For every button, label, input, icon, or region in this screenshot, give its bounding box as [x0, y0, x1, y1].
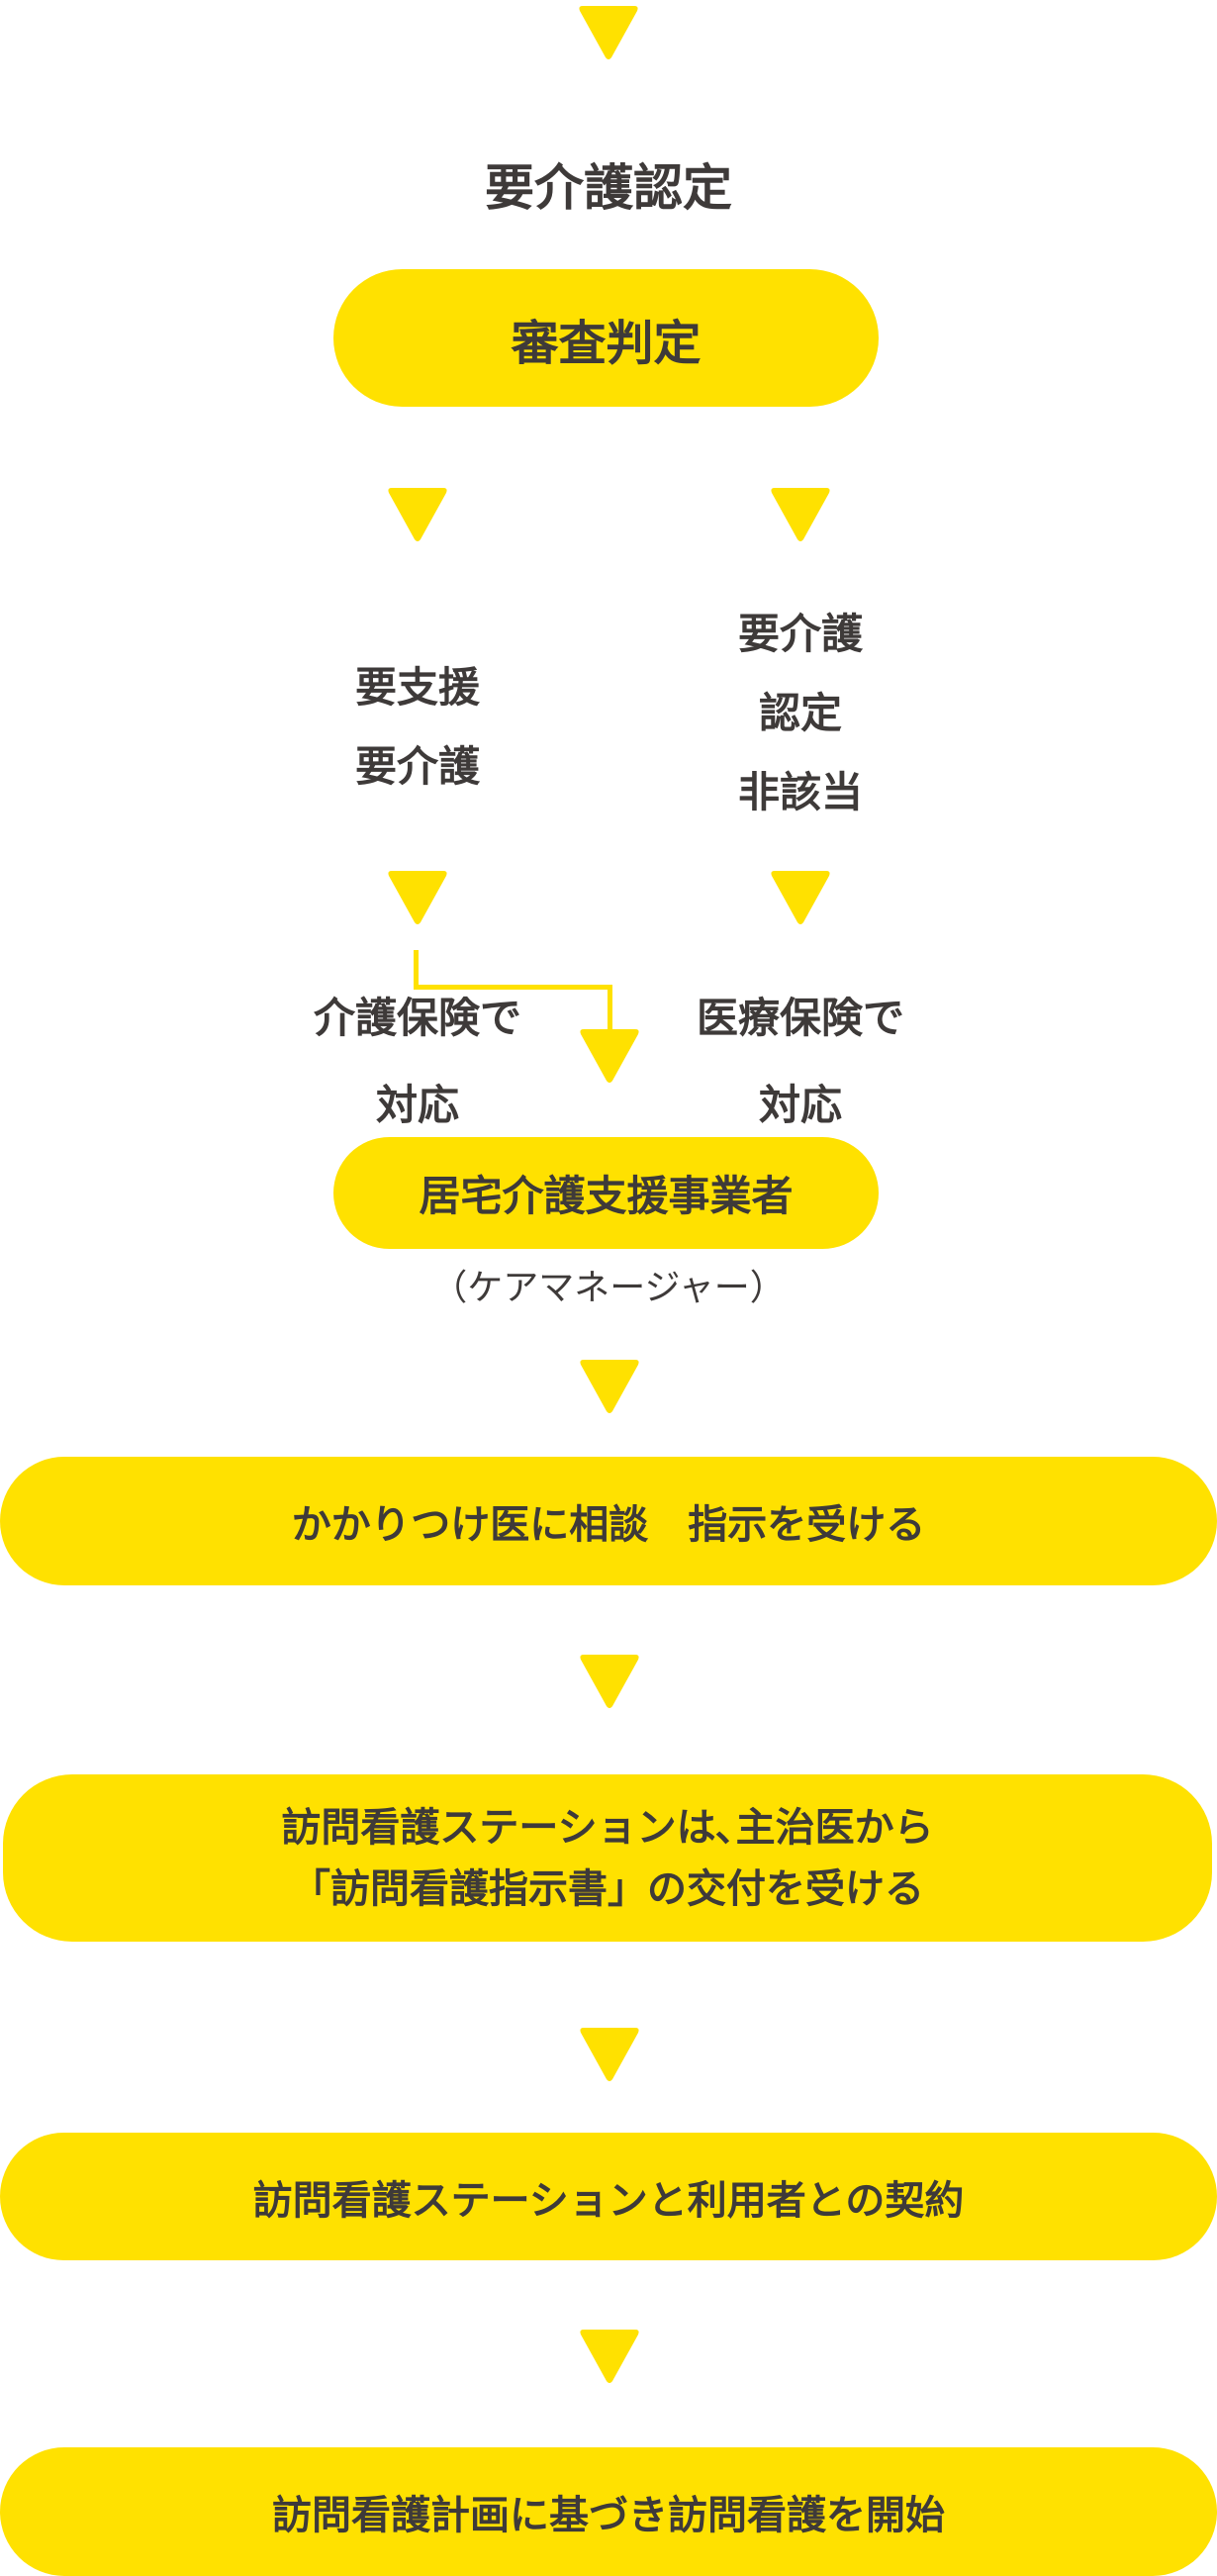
care-manager-sub: （ケアマネージャー） [431, 1268, 786, 1308]
arrow-down-icon [386, 869, 449, 926]
arrow-down-icon [578, 1027, 641, 1085]
right-result: 要介護 認定 非該当 [652, 595, 949, 832]
flow-title: 要介護認定 [485, 159, 732, 217]
step-contract: 訪問看護ステーションと利用者との契約 [0, 2133, 1217, 2260]
arrow-down-icon [578, 2328, 641, 2385]
step-start-visit-nursing: 訪問看護計画に基づき訪問看護を開始 [0, 2447, 1217, 2576]
connector-line [608, 985, 612, 1029]
step-label: 訪問看護ステーションと利用者との契約 [252, 2177, 965, 2224]
review-step: 審査判定 [333, 269, 879, 407]
step-label: かかりつけ医に相談 指示を受ける [291, 1502, 926, 1548]
right-coverage: 医療保険で 対応 [603, 975, 998, 1149]
care-manager-label: 居宅介護支援事業者 [419, 1172, 794, 1220]
step-instruction-document: 訪問看護ステーションは､主治医から 「訪問看護指示書」の交付を受ける [3, 1774, 1212, 1942]
right-result-line: 認定 [758, 689, 842, 737]
right-result-line: 非該当 [737, 768, 863, 816]
left-coverage: 介護保険で 対応 [220, 975, 615, 1149]
arrow-down-icon [769, 869, 832, 926]
step-label-line: 訪問看護ステーションは､主治医から [281, 1804, 934, 1851]
arrow-down-icon [578, 1358, 641, 1415]
step-label-line: 「訪問看護指示書」の交付を受ける [290, 1865, 924, 1912]
care-manager-step: 居宅介護支援事業者 [333, 1137, 879, 1249]
connector-line [414, 950, 419, 990]
left-coverage-line: 対応 [375, 1081, 459, 1129]
left-coverage-line: 介護保険で [313, 994, 521, 1042]
step-label: 訪問看護計画に基づき訪問看護を開始 [272, 2493, 945, 2538]
review-label: 審査判定 [511, 315, 702, 371]
step-consult-doctor: かかりつけ医に相談 指示を受ける [0, 1457, 1217, 1585]
left-result-line: 要支援 [354, 663, 480, 712]
arrow-down-icon [769, 486, 832, 543]
arrow-down-icon [386, 486, 449, 543]
arrow-down-icon [578, 1653, 641, 1710]
left-result: 要支援 要介護 [269, 648, 566, 807]
left-result-line: 要介護 [354, 742, 480, 791]
arrow-down-icon [577, 4, 640, 61]
arrow-down-icon [578, 2026, 641, 2083]
connector-line [414, 985, 612, 990]
right-coverage-line: 医療保険で [696, 994, 904, 1042]
right-coverage-line: 対応 [758, 1081, 842, 1129]
right-result-line: 要介護 [737, 610, 863, 658]
